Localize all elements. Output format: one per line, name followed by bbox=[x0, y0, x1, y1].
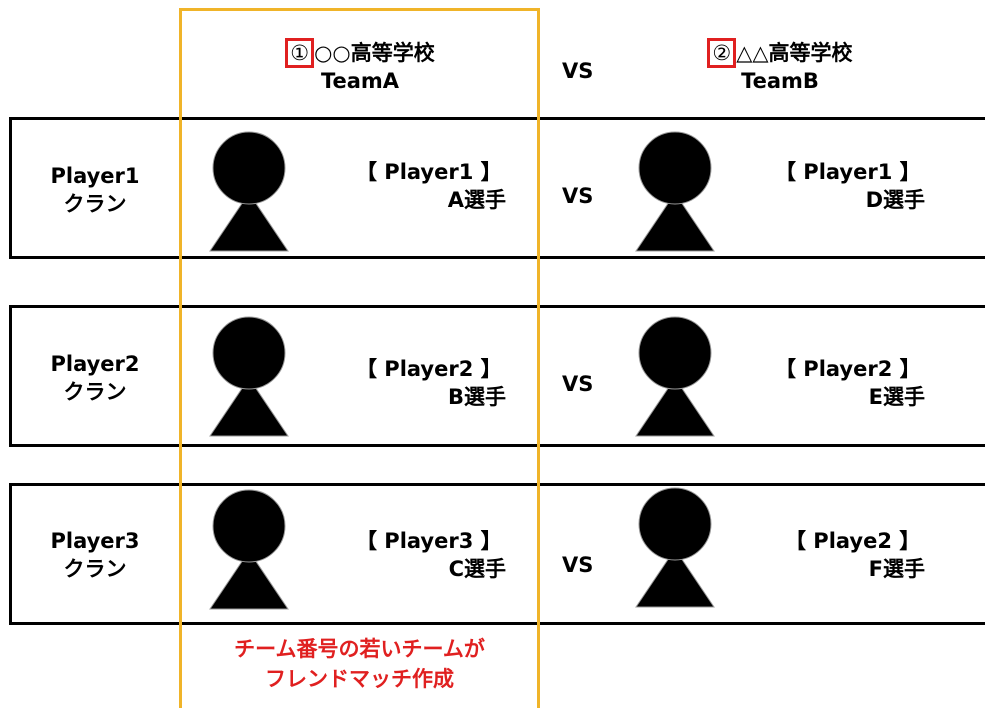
clan-label-line1: Player3 bbox=[50, 529, 140, 553]
team-b-player-3: 【 Playe2 】 F選手 bbox=[785, 527, 925, 583]
team-b-player-1: 【 Player1 】 D選手 bbox=[775, 158, 925, 214]
row-vs-1: VS bbox=[562, 184, 594, 208]
team-a-school: ○○高等学校 bbox=[314, 41, 435, 65]
team-b-number-box: ② bbox=[707, 38, 737, 68]
player-name: C選手 bbox=[448, 557, 506, 581]
creation-note-line1: チーム番号の若いチームが bbox=[234, 637, 485, 661]
player-slot-label: 【 Player2 】 bbox=[356, 357, 502, 381]
clan-label-line1: Player2 bbox=[50, 352, 140, 376]
team-a-player-3: 【 Player3 】 C選手 bbox=[356, 527, 506, 583]
match-row-3 bbox=[9, 483, 985, 625]
clan-label-line2: クラン bbox=[63, 557, 127, 581]
clan-label-line2: クラン bbox=[63, 192, 127, 216]
team-a-player-2: 【 Player2 】 B選手 bbox=[356, 355, 506, 411]
player-slot-label: 【 Player2 】 bbox=[775, 357, 921, 381]
player-slot-label: 【 Player1 】 bbox=[775, 160, 921, 184]
player-slot-label: 【 Playe2 】 bbox=[785, 529, 921, 553]
match-row-2 bbox=[9, 305, 985, 447]
person-silhouette-icon bbox=[635, 487, 715, 608]
team-a-player-1: 【 Player1 】 A選手 bbox=[356, 158, 506, 214]
player-name: B選手 bbox=[447, 385, 506, 409]
match-row-1 bbox=[9, 117, 985, 259]
person-silhouette-icon bbox=[635, 316, 715, 437]
team-b-school: △△高等学校 bbox=[736, 41, 853, 65]
team-b-school-line: ②△△高等学校 bbox=[610, 38, 950, 68]
team-b-name: TeamB bbox=[741, 69, 819, 93]
team-a-name: TeamA bbox=[320, 69, 400, 93]
person-silhouette-icon bbox=[209, 316, 289, 437]
clan-label-line2: クラン bbox=[63, 380, 127, 404]
player-name: E選手 bbox=[868, 385, 925, 409]
clan-label-line1: Player1 bbox=[50, 164, 140, 188]
person-silhouette-icon bbox=[209, 131, 289, 252]
person-silhouette-icon bbox=[635, 131, 715, 252]
team-a-header: ①○○高等学校 TeamA bbox=[185, 38, 535, 94]
header-vs: VS bbox=[562, 59, 594, 83]
person-silhouette-icon bbox=[209, 489, 289, 610]
clan-label-3: Player3 クラン bbox=[40, 527, 150, 583]
player-slot-label: 【 Player1 】 bbox=[356, 160, 502, 184]
team-a-number-box: ① bbox=[285, 38, 315, 68]
player-slot-label: 【 Player3 】 bbox=[356, 529, 502, 553]
team-b-player-2: 【 Player2 】 E選手 bbox=[775, 355, 925, 411]
team-a-school-line: ①○○高等学校 bbox=[185, 38, 535, 68]
player-name: F選手 bbox=[868, 557, 925, 581]
team-a-highlight-frame bbox=[179, 8, 540, 708]
team-b-header: ②△△高等学校 TeamB bbox=[610, 38, 950, 94]
clan-label-1: Player1 クラン bbox=[40, 162, 150, 218]
player-name: D選手 bbox=[865, 188, 925, 212]
row-vs-2: VS bbox=[562, 372, 594, 396]
player-name: A選手 bbox=[447, 188, 506, 212]
creation-note: チーム番号の若いチームが フレンドマッチ作成 bbox=[182, 634, 537, 694]
creation-note-line2: フレンドマッチ作成 bbox=[265, 667, 454, 691]
clan-label-2: Player2 クラン bbox=[40, 350, 150, 406]
row-vs-3: VS bbox=[562, 553, 594, 577]
